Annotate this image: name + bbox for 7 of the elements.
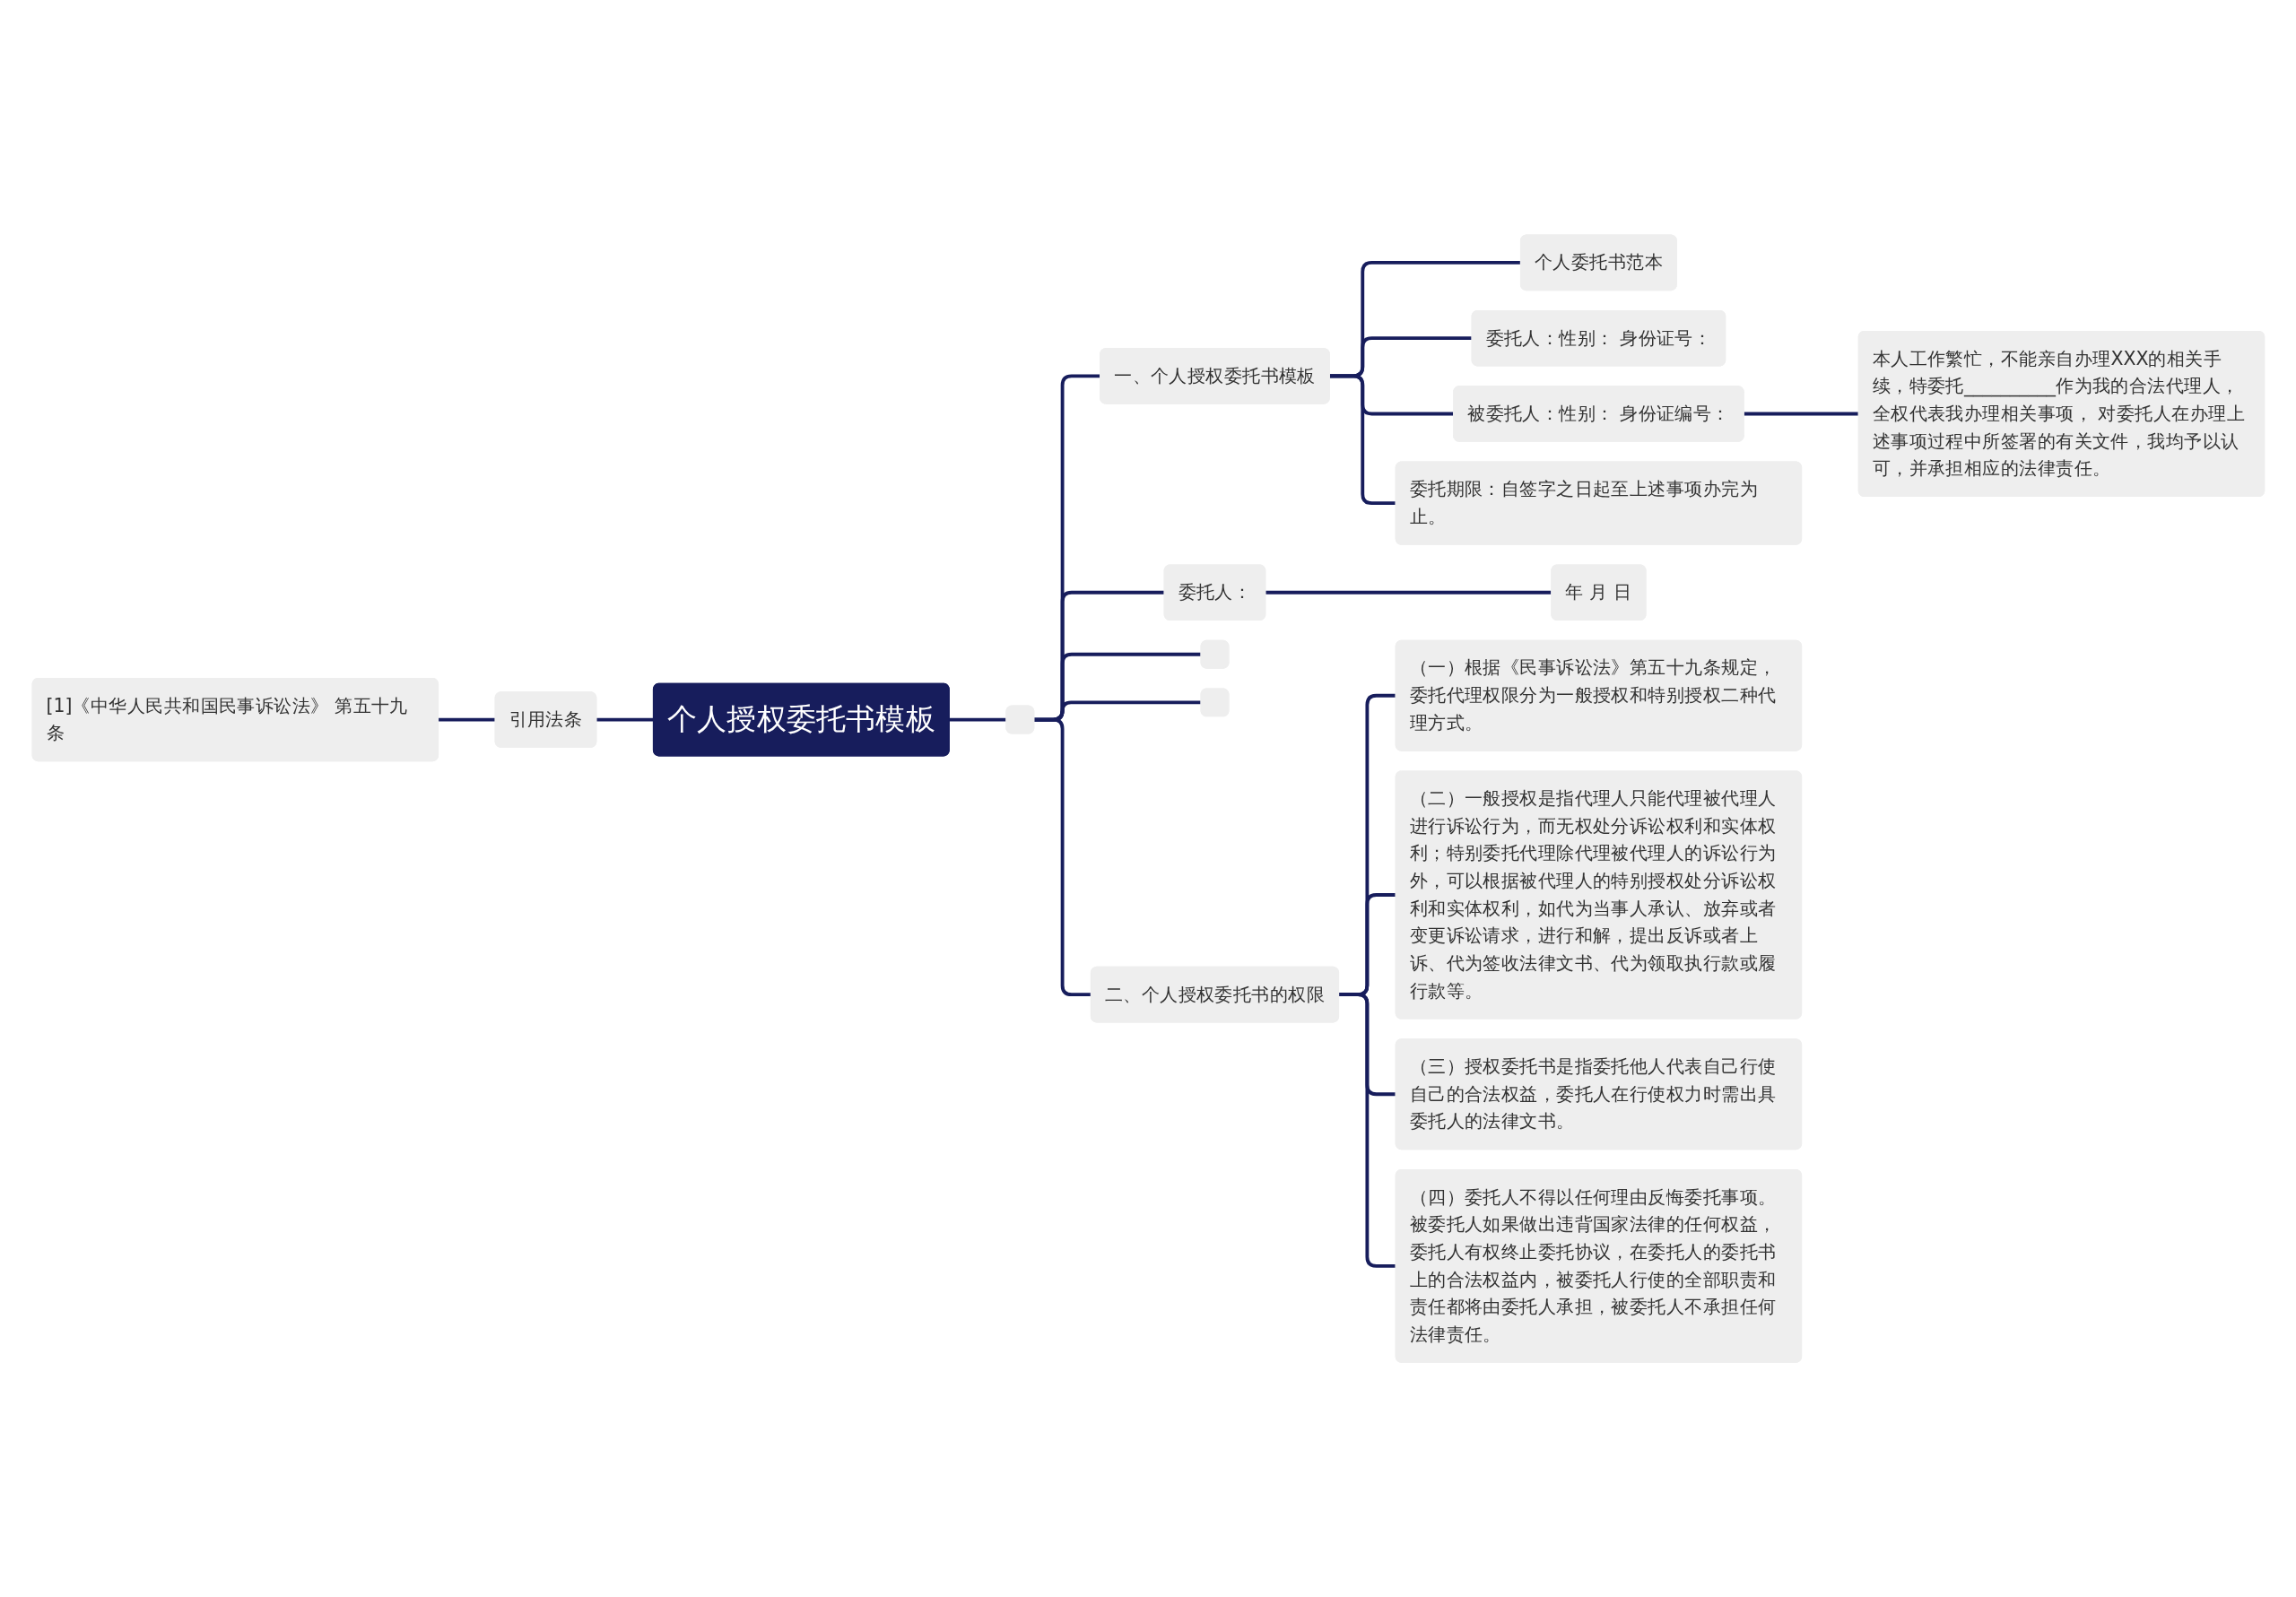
connector — [1033, 717, 1091, 996]
connector — [1328, 374, 1396, 505]
connector — [948, 717, 1006, 722]
connector — [596, 717, 654, 722]
connector — [1743, 412, 1858, 416]
connector — [438, 717, 495, 722]
connector — [1265, 590, 1552, 595]
